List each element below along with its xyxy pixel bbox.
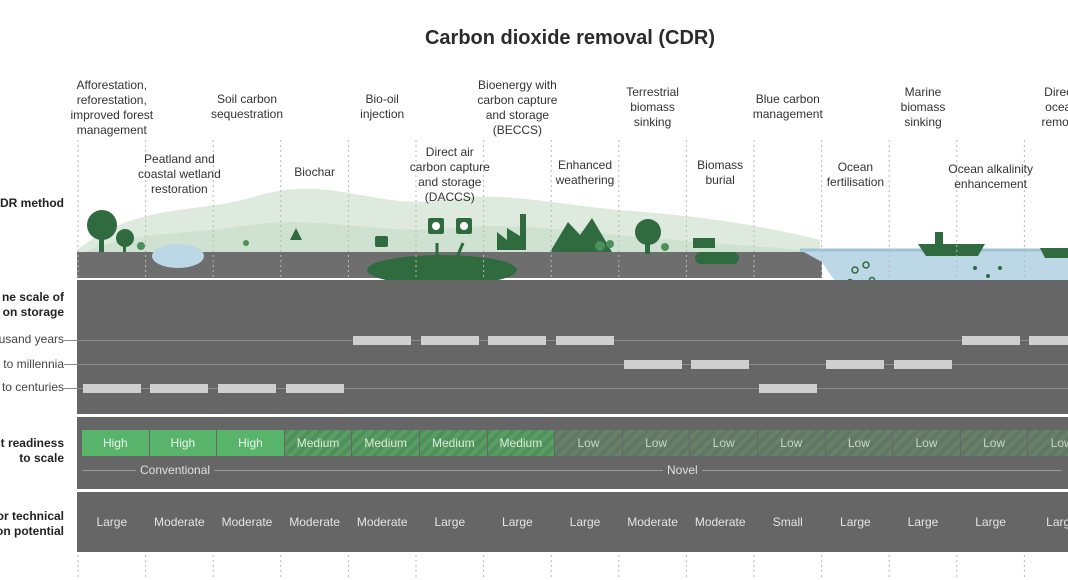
- readiness-cell: High: [82, 430, 149, 456]
- method-label: Marine biomass sinking: [900, 85, 946, 129]
- method-label: Bioenergy with carbon capture and storag…: [477, 78, 558, 137]
- row-label-readiness-2: to scale: [19, 451, 64, 465]
- potential-value: Large: [840, 515, 871, 529]
- group-label-novel: Novel: [663, 463, 702, 477]
- potential-value: Moderate: [154, 515, 205, 529]
- method-label: Blue carbon management: [752, 92, 823, 121]
- row-label-timescale-2: on storage: [2, 305, 64, 319]
- potential-value: Large: [96, 515, 128, 529]
- timescale-bar: [1029, 336, 1068, 345]
- method-label: Ocean fertilisation: [826, 160, 885, 189]
- potential-value: Larg: [1046, 515, 1068, 529]
- potential-value: Large: [502, 515, 533, 529]
- row-label-potential-1: or technical: [0, 509, 64, 523]
- timescale-bar: [353, 336, 412, 345]
- readiness-cell: Low: [555, 430, 622, 456]
- readiness-cell: Low: [893, 430, 960, 456]
- readiness-cell: Low: [960, 430, 1028, 456]
- diagram-title: Carbon dioxide removal (CDR): [424, 27, 716, 49]
- method-label: Enhanced weathering: [555, 158, 615, 187]
- potential-value: Moderate: [356, 515, 408, 529]
- potential-value: Large: [975, 515, 1006, 529]
- method-label: Terrestrial biomass sinking: [626, 85, 679, 129]
- timescale-bar: [285, 384, 344, 393]
- timescale-bar: [218, 384, 276, 393]
- row-label-timescale-1: ne scale of: [1, 290, 64, 304]
- method-label: Direc ocea remov: [1041, 85, 1068, 129]
- method-label: Bio-oil injection: [360, 92, 405, 121]
- potential-value: Moderate: [694, 515, 746, 529]
- timescale-bar: [894, 360, 952, 369]
- potential-value: Large: [907, 515, 939, 529]
- group-line: [82, 470, 1062, 471]
- method-label: Ocean alkalinity enhancement: [948, 162, 1033, 191]
- readiness-cell: Low: [690, 430, 757, 456]
- readiness-cell: High: [217, 430, 284, 456]
- potential-value: Moderate: [627, 515, 678, 529]
- potential-value: Large: [569, 515, 601, 529]
- potential-value: Moderate: [221, 515, 273, 529]
- timescale-bar: [826, 360, 885, 369]
- readiness-cell: Low: [825, 430, 893, 456]
- timescale-label-thousands: usand years: [0, 332, 64, 346]
- timescale-bar: [150, 384, 209, 393]
- method-label: Peatland and coastal wetland restoration: [138, 152, 221, 196]
- timescale-bar: [82, 384, 141, 393]
- readiness-cell: Medium: [420, 430, 487, 456]
- method-label: Biochar: [294, 165, 335, 179]
- method-label: Afforestation, reforestation, improved f…: [70, 78, 154, 137]
- potential-value: Small: [772, 515, 803, 529]
- timescale-bar: [623, 360, 682, 369]
- timescale-bar: [691, 360, 750, 369]
- timescale-bar: [961, 336, 1020, 345]
- timescale-label-millennia: to millennia: [3, 357, 64, 371]
- readiness-cell: Medium: [487, 430, 555, 456]
- timescale-gridline: [64, 388, 1068, 389]
- timescale-bar: [556, 336, 614, 345]
- timescale-bar: [420, 336, 479, 345]
- timescale-label-centuries: to centuries: [1, 380, 64, 394]
- readiness-cell: High: [149, 430, 217, 456]
- readiness-cell: Medium: [352, 430, 419, 456]
- readiness-cell: Low: [622, 430, 690, 456]
- separator: [0, 414, 1068, 417]
- timescale-band: [77, 280, 1068, 414]
- readiness-cell: Low: [1028, 430, 1068, 456]
- row-label-method: CDR method: [0, 196, 64, 210]
- potential-value: Moderate: [289, 515, 340, 529]
- method-label: Soil carbon sequestration: [210, 92, 284, 121]
- potential-band: [77, 492, 1068, 552]
- timescale-bar: [488, 336, 547, 345]
- timescale-gridline: [64, 364, 1068, 365]
- row-label-potential-2: on potential: [0, 524, 64, 538]
- group-label-conventional: Conventional: [136, 463, 215, 477]
- row-label-readiness-1: t readiness: [0, 436, 64, 450]
- readiness-cell: Low: [758, 430, 825, 456]
- method-label: Direct air carbon capture and storage (D…: [409, 145, 490, 204]
- separator: [0, 489, 1068, 492]
- timescale-bar: [758, 384, 817, 393]
- potential-value: Large: [434, 515, 466, 529]
- method-label: Biomass burial: [697, 158, 744, 187]
- readiness-cell: Medium: [284, 430, 352, 456]
